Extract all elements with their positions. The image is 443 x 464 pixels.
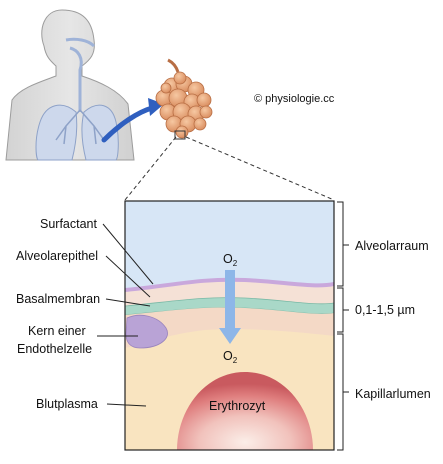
alveolus-bubble <box>193 117 207 131</box>
bronchi <box>55 109 105 145</box>
bracket-alveolarraum <box>337 201 349 287</box>
zoom-line-right <box>185 136 335 201</box>
leader-alveolarepithel <box>105 255 151 298</box>
leader-basalmembran <box>105 298 151 307</box>
label-surfactant: Surfactant <box>40 217 98 231</box>
o2-arrow-shaft <box>225 270 235 328</box>
alveolus-cluster <box>155 58 213 139</box>
zoom-origin-square <box>174 130 186 140</box>
erythrozyt <box>177 372 313 450</box>
o2-label-bottom: O2 <box>223 349 238 365</box>
alveolus-bubble <box>199 105 213 119</box>
leader-blutplasma <box>106 403 147 407</box>
right-lung <box>81 104 119 161</box>
zoom-arrow <box>101 105 155 143</box>
leader-surfactant <box>102 223 154 285</box>
airway <box>65 37 96 112</box>
copyright-text: © physiologie.cc <box>254 93 335 105</box>
label-blutplasma: Blutplasma <box>36 397 98 411</box>
alveolus-bubble <box>196 92 212 108</box>
oxygen-diffusion-arrow <box>219 270 241 344</box>
o2-arrowhead <box>219 328 241 344</box>
label-erythrozyt: Erythrozyt <box>209 399 266 413</box>
label-alveolarepithel: Alveolarepithel <box>16 249 98 263</box>
alveolus-duct <box>167 58 180 73</box>
barrier-cross-section <box>125 201 334 450</box>
left-lung <box>35 104 78 161</box>
alveolus-bubble <box>175 125 189 139</box>
label-basalmembran: Basalmembran <box>16 292 100 306</box>
label-alveolarraum: Alveolarraum <box>355 239 429 253</box>
human-torso-illustration <box>5 9 135 161</box>
endothel-nucleus <box>125 314 168 349</box>
o2-label-top: O2 <box>223 252 238 268</box>
barrier-box-frame <box>124 200 335 451</box>
label-kern-line1: Kern einer <box>28 324 86 338</box>
alveolus-bubble <box>160 82 172 94</box>
surfactant-layer <box>125 277 334 292</box>
label-kapillarlumen: Kapillarlumen <box>355 387 431 401</box>
label-dicke: 0,1-1,5 µm <box>355 303 415 317</box>
bracket-dicke <box>337 287 349 333</box>
label-kern-line2: Endothelzelle <box>17 342 92 356</box>
alveolus-bubble <box>173 71 187 85</box>
bracket-kapillarlumen <box>337 333 349 451</box>
